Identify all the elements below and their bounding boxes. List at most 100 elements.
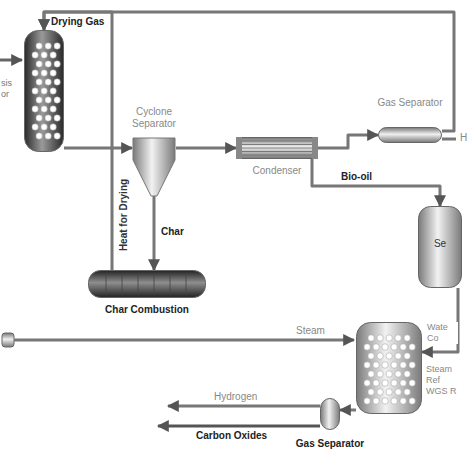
packing-ball [50, 124, 56, 130]
unit-outline [236, 137, 318, 159]
packing-ball [50, 52, 56, 58]
stream-label: Drying Gas [50, 16, 105, 28]
packing-ball [41, 52, 47, 58]
unit-label: Steam Ref WGS R [426, 364, 460, 396]
flow-pipe [44, 12, 454, 131]
packing-ball [54, 115, 60, 121]
unit-outline [378, 127, 442, 143]
carbon-oxides-pipe [158, 425, 320, 428]
flow-pipe [340, 409, 356, 412]
packing-ball [400, 362, 406, 368]
unit-label: sis or [1, 78, 22, 100]
packing-ball [391, 398, 397, 404]
packing-ball [368, 335, 374, 341]
packing-ball [36, 133, 42, 139]
packing-ball [36, 79, 42, 85]
packing-ball [32, 70, 38, 76]
packing-ball [377, 335, 383, 341]
packing-ball [382, 362, 388, 368]
vessel-detail [364, 335, 415, 404]
drum-band [186, 273, 187, 295]
packing-ball [409, 362, 415, 368]
packing-ball [373, 362, 379, 368]
packing-ball [32, 106, 38, 112]
packing-ball [50, 70, 56, 76]
packing-ball [54, 43, 60, 49]
packing-ball [400, 398, 406, 404]
unit-label: Se [418, 238, 462, 250]
packing-ball [386, 371, 392, 377]
packing-ball [36, 115, 42, 121]
process-unit: Condenser [236, 137, 318, 159]
flow-pipe [318, 135, 378, 148]
packing-ball [395, 335, 401, 341]
packing-ball [382, 380, 388, 386]
packing-ball [32, 88, 38, 94]
stream-label: H [460, 132, 467, 144]
vessel-body [357, 323, 422, 414]
process-unit: Cyclone Separator [132, 138, 176, 196]
packing-ball [368, 389, 374, 395]
tube-line [242, 144, 312, 145]
packing-ball [395, 353, 401, 359]
packing-ball [377, 371, 383, 377]
packing-ball [409, 380, 415, 386]
stream-label: Carbon Oxides [196, 430, 267, 442]
packing-ball [54, 79, 60, 85]
packing-ball [41, 124, 47, 130]
packing-ball [45, 43, 51, 49]
steam-pipe [14, 339, 354, 342]
packing-ball [400, 380, 406, 386]
drum-band [154, 273, 155, 295]
vessel-body [419, 207, 462, 288]
packing-ball [386, 389, 392, 395]
vessel-body [321, 399, 340, 430]
unit-outline [132, 138, 176, 196]
packing-ball [404, 371, 410, 377]
packing-ball [368, 353, 374, 359]
packing-ball [404, 335, 410, 341]
cyclone-body [133, 138, 175, 196]
packing-ball [409, 344, 415, 350]
packing-ball [45, 97, 51, 103]
tube-line [242, 148, 312, 149]
steam-source [2, 333, 14, 347]
packing-ball [373, 398, 379, 404]
packing-ball [368, 371, 374, 377]
packing-ball [54, 133, 60, 139]
process-unit: sis or [24, 30, 64, 152]
packing-ball [36, 97, 42, 103]
process-unit: Gas Separator [378, 127, 442, 143]
tube-line [242, 155, 312, 156]
stream-label: Hydrogen [214, 391, 257, 403]
packing-ball [404, 353, 410, 359]
unit-label: Gas Separator [290, 438, 370, 450]
flow-pipe [64, 147, 132, 150]
hydrogen-out-pipe [442, 138, 456, 141]
unit-outline [356, 322, 422, 414]
packing-ball [45, 79, 51, 85]
packing-ball [400, 344, 406, 350]
vessel-body [89, 271, 206, 298]
process-unit: Se [418, 206, 462, 288]
flow-pipe [422, 288, 458, 352]
packing-ball [386, 353, 392, 359]
vessel-body [379, 128, 442, 143]
unit-outline [88, 270, 206, 298]
packing-ball [45, 133, 51, 139]
packing-ball [36, 61, 42, 67]
tube-line [242, 151, 312, 152]
packing-ball [54, 97, 60, 103]
packing-ball [364, 362, 370, 368]
unit-outline [24, 30, 64, 152]
packing-ball [32, 52, 38, 58]
stream-label: Steam [296, 325, 325, 337]
packing-ball [409, 398, 415, 404]
packing-ball [373, 344, 379, 350]
unit-label: Char Combustion [78, 304, 216, 316]
packing-ball [41, 70, 47, 76]
packing-ball [404, 389, 410, 395]
end-cap [312, 137, 318, 159]
flow-pipe [153, 196, 156, 270]
stream-label: Heat for Drying [118, 178, 130, 252]
